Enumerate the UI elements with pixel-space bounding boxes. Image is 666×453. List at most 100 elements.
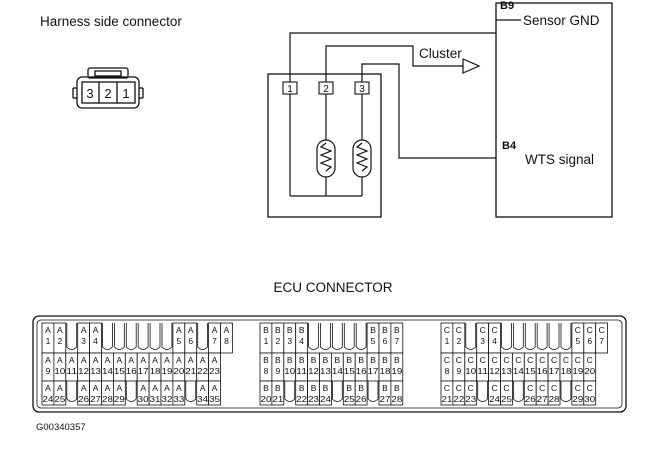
ecu-pin-A2: 2: [57, 336, 62, 346]
ecu-pin-cell: [547, 380, 561, 406]
ecu-pin-letter: C: [468, 355, 474, 365]
ecu-pin-cell: [53, 380, 67, 406]
thermistor-2-icon: [352, 139, 372, 178]
ecu-pin-letter: A: [93, 355, 99, 365]
ecu-pin-letter: C: [539, 355, 545, 365]
cluster-label: Cluster: [419, 46, 462, 61]
harness-pin-3: 3: [86, 86, 93, 101]
sensor-terminal-2: 2: [323, 84, 329, 95]
ecu-pin-B4: 4: [299, 336, 304, 346]
ecu-key-notch: [513, 323, 524, 350]
ecu-pin-cell: [208, 380, 221, 406]
ecu-pin-C16: 16: [537, 367, 549, 376]
ecu-pin-A33: 33: [173, 395, 185, 404]
ecu-pin-C11: 11: [477, 367, 489, 376]
ecu-key-notch: [284, 381, 296, 402]
ecu-pin-letter: A: [152, 383, 158, 393]
ecu-pin-A32: 32: [162, 395, 174, 404]
sensor-terminal-1: 1: [287, 84, 293, 95]
ecu-pin-letter: A: [200, 383, 206, 393]
ecu-key-notch: [524, 323, 536, 350]
sensor-housing: [267, 73, 382, 218]
ecu-pin-letter: A: [81, 355, 87, 365]
ecu-pin-C6: 6: [587, 336, 592, 346]
ecu-key-notch: [560, 323, 572, 350]
ecu-pin-letter: C: [551, 355, 557, 365]
ecu-pin-letter: A: [93, 383, 99, 393]
ecu-key-notch: [343, 323, 355, 350]
ecu-pin-C22: 22: [453, 395, 465, 404]
ecu-pin-A31: 31: [150, 395, 162, 404]
ecu-pin-b9: B9: [500, 0, 514, 12]
ecu-pin-A10: 10: [54, 367, 66, 376]
external-wiring: [289, 32, 496, 159]
ecu-pin-letter: B: [323, 383, 329, 393]
ecu-pin-C5: 5: [575, 336, 580, 346]
ecu-pin-A21: 21: [185, 367, 197, 376]
ecu-pin-A3: 3: [81, 336, 86, 346]
ecu-pin-letter: C: [444, 325, 450, 335]
ecu-key-notch: [332, 381, 343, 402]
ecu-group-C: C1C2C3C4C5C6C7C8C9C10C11C12C13C14C15C16C…: [440, 322, 609, 406]
ecu-pin-B2: 2: [275, 336, 280, 346]
ecu-pin-A9: 9: [46, 366, 51, 376]
ecu-pin-B16: 16: [356, 367, 368, 376]
ecu-pin-letter: C: [491, 383, 497, 393]
ecu-pin-A26: 26: [78, 395, 90, 404]
ecu-pin-B17: 17: [368, 367, 380, 376]
ecu-pin-letter: C: [480, 355, 486, 365]
ecu-key-notch: [185, 381, 197, 402]
ecu-pin-letter: A: [212, 325, 218, 335]
ecu-pin-cell: [500, 380, 513, 406]
figure-code: G00340357: [36, 422, 86, 433]
ecu-pin-letter: B: [335, 355, 341, 365]
ecu-pin-A30: 30: [138, 395, 150, 404]
ecu-pin-C2: 2: [456, 336, 461, 346]
ecu-pin-A11: 11: [66, 367, 78, 376]
ecu-pin-letter: A: [45, 325, 51, 335]
ecu-pin-C28: 28: [549, 395, 561, 404]
ecu-pin-letter: B: [275, 325, 281, 335]
ecu-pin-C27: 27: [537, 395, 549, 404]
ecu-pin-C15: 15: [525, 367, 537, 376]
ecu-pin-letter: C: [456, 355, 462, 365]
ecu-pin-B26: 26: [356, 395, 368, 404]
ecu-pin-A23: 23: [209, 367, 221, 376]
ecu-pin-C14: 14: [513, 367, 525, 376]
ecu-key-notch: [477, 381, 488, 402]
ecu-pin-letter: C: [515, 355, 521, 365]
ecu-pin-letter: A: [81, 325, 87, 335]
ecu-pin-cell: [354, 380, 368, 406]
ecu-pin-letter: B: [382, 325, 388, 335]
ecu-key-notch: [367, 381, 379, 402]
ecu-group-A: A1A2A3A4A5A6A7A8A9A10A11A12A13A14A15A16A…: [41, 322, 233, 406]
ecu-pin-A18: 18: [150, 367, 162, 376]
ecu-pin-letter: B: [275, 355, 281, 365]
ecu-pin-cell: [271, 380, 285, 406]
ecu-pin-letter: A: [69, 355, 75, 365]
ecu-pin-B3: 3: [287, 336, 292, 346]
ecu-pin-letter: A: [152, 355, 158, 365]
ecu-pin-A35: 35: [209, 395, 221, 404]
ecu-pin-A28: 28: [102, 395, 114, 404]
ecu-pin-A25: 25: [54, 395, 66, 404]
ecu-pin-letter: B: [299, 325, 305, 335]
ecu-pin-b4: B4: [502, 140, 517, 152]
ecu-pin-B20: 20: [261, 395, 273, 404]
ecu-pin-letter: C: [468, 383, 474, 393]
thermistor-1-icon: [316, 139, 336, 178]
ecu-key-notch: [161, 323, 173, 350]
ecu-pin-A34: 34: [197, 395, 209, 404]
ecu-pin-cell: [319, 380, 332, 406]
ecu-key-notch: [149, 323, 161, 350]
ecu-pin-A14: 14: [102, 367, 114, 376]
ecu-key-notch: [102, 323, 113, 350]
ecu-key-notch: [66, 323, 78, 350]
ecu-pin-C26: 26: [525, 395, 537, 404]
ecu-pin-B22: 22: [296, 395, 308, 404]
ecu-key-notch: [465, 323, 477, 350]
ecu-pin-letter: A: [140, 383, 146, 393]
ecu-pin-B1: 1: [264, 336, 269, 346]
ecu-pin-letter: A: [57, 325, 63, 335]
